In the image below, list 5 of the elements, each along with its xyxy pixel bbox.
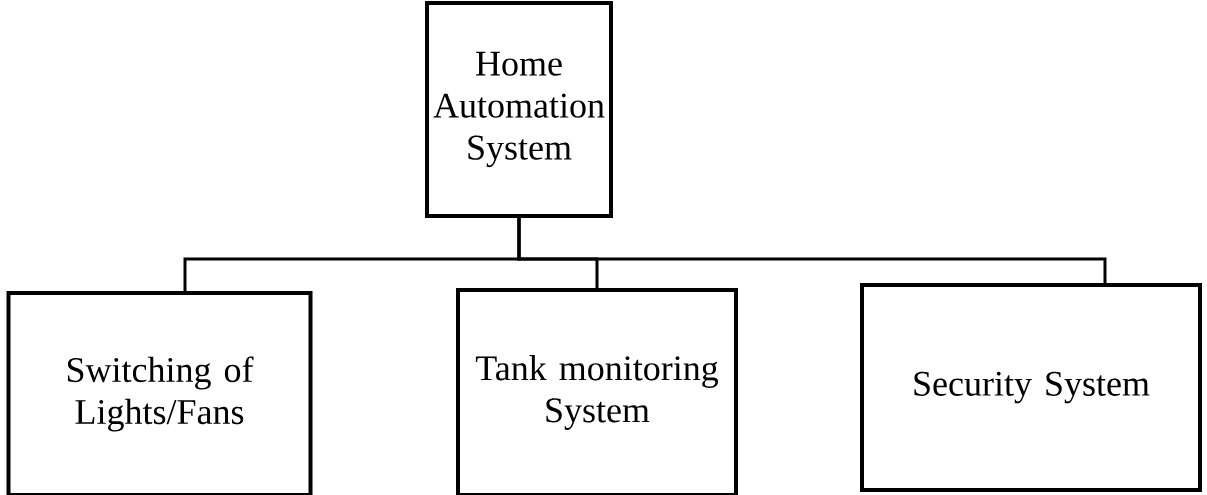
process-box: Tank monitoring System <box>456 288 738 495</box>
process-box: Security System <box>860 283 1202 492</box>
process-box: Switching of Lights/Fans <box>6 291 313 495</box>
connector-line <box>517 218 1107 283</box>
process-box: Home Automation System <box>425 1 613 218</box>
